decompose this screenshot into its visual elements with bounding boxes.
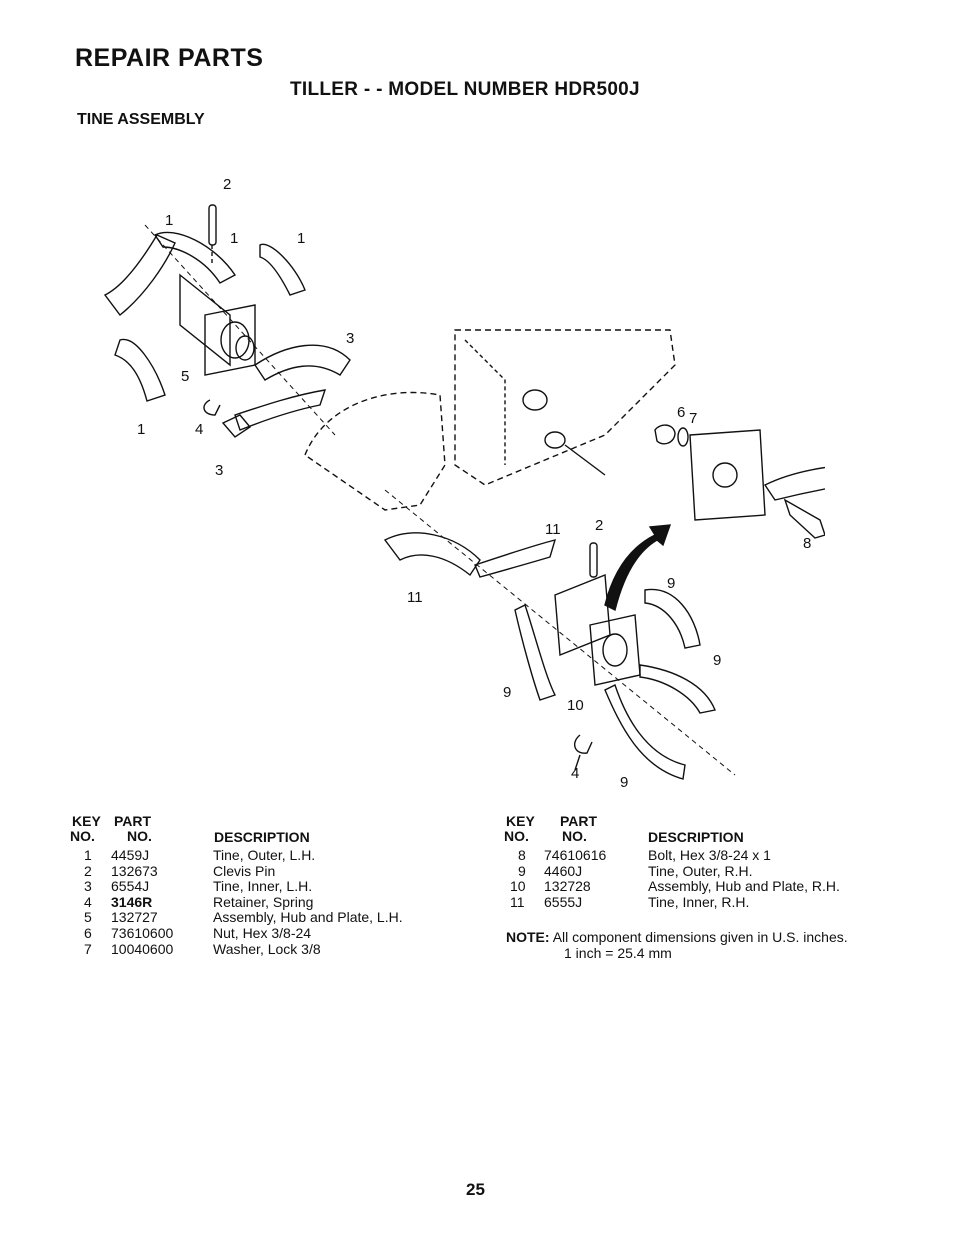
part-description: Nut, Hex 3/8-24 [213, 925, 312, 941]
callout-label: 7 [689, 410, 697, 427]
part-description: Tine, Inner, R.H. [648, 893, 750, 910]
header-description: DESCRIPTION [648, 829, 744, 845]
callout-label: 5 [181, 368, 189, 385]
part-number: 73610600 [111, 925, 174, 941]
section-title: TINE ASSEMBLY [77, 111, 205, 128]
model-subtitle: TILLER - - MODEL NUMBER HDR500J [290, 79, 640, 100]
header-key: KEY [72, 813, 101, 829]
note-label: NOTE: [506, 929, 550, 945]
callout-label: 6 [677, 404, 685, 421]
part-description: Tine, Outer, R.H. [648, 862, 753, 879]
part-description: Washer, Lock 3/8 [213, 940, 321, 957]
key-number: 9 [518, 862, 526, 879]
callout-label: 1 [165, 212, 173, 229]
part-number: 132727 [111, 909, 158, 926]
page-title: REPAIR PARTS [75, 44, 264, 72]
callout-label: 1 [137, 421, 145, 438]
tine-assembly-diagram: 2 1 1 1 3 5 4 1 3 6 7 8 11 2 11 9 9 9 10… [103, 176, 825, 791]
callout-label: 1 [297, 230, 305, 247]
part-number: 4460J [544, 862, 583, 879]
note-text: All component dimensions given in U.S. i… [552, 929, 848, 945]
part-number: 74610616 [544, 847, 607, 863]
callout-label: 3 [215, 462, 223, 479]
header-part: PART [114, 813, 152, 829]
diagram-callouts: 2 1 1 1 3 5 4 1 3 6 7 8 11 2 11 9 9 9 10… [137, 176, 811, 791]
part-number: 4459J [111, 847, 150, 863]
part-description: Bolt, Hex 3/8-24 x 1 [648, 847, 771, 863]
part-number: 6554J [111, 878, 150, 895]
part-description: Tine, Outer, L.H. [213, 847, 316, 863]
key-number: 11 [510, 893, 525, 910]
callout-label: 2 [223, 176, 231, 193]
callout-label: 4 [195, 421, 203, 438]
callout-label: 11 [407, 589, 423, 606]
callout-label: 9 [667, 575, 675, 592]
part-number: 132673 [111, 862, 158, 879]
callout-label: 2 [595, 517, 603, 534]
key-number: 4 [84, 893, 92, 910]
callout-label: 9 [503, 684, 511, 701]
diagram-line-art [103, 204, 825, 780]
key-number: 10 [510, 878, 526, 895]
callout-label: 8 [803, 535, 811, 552]
callout-label: 1 [230, 230, 238, 247]
key-number: 3 [84, 878, 92, 895]
part-description: Assembly, Hub and Plate, L.H. [213, 909, 403, 926]
key-number: 8 [518, 847, 526, 863]
key-number: 1 [84, 847, 92, 863]
note-conversion: 1 inch = 25.4 mm [564, 945, 672, 961]
callout-label: 11 [545, 521, 561, 538]
header-key-no: NO. [70, 828, 95, 844]
key-number: 5 [84, 909, 92, 926]
header-key-no: NO. [504, 828, 529, 844]
parts-table-left: KEY PART NO. NO. DESCRIPTION 1 4459J Tin… [70, 813, 450, 964]
key-number: 6 [84, 925, 92, 941]
callout-label: 9 [620, 774, 628, 791]
part-number: 132728 [544, 878, 591, 895]
part-description: Clevis Pin [213, 862, 276, 879]
dimensions-note: NOTE: All component dimensions given in … [506, 929, 848, 961]
page-number: 25 [466, 1180, 485, 1199]
header-part-no: NO. [127, 828, 152, 844]
part-number: 3146R [111, 893, 153, 910]
key-number: 7 [84, 940, 92, 957]
part-description: Assembly, Hub and Plate, R.H. [648, 878, 840, 895]
part-number: 10040600 [111, 940, 174, 957]
part-number: 6555J [544, 893, 583, 910]
part-description: Tine, Inner, L.H. [213, 878, 313, 895]
header-description: DESCRIPTION [214, 829, 310, 845]
parts-table-right: KEY PART NO. NO. DESCRIPTION 8 74610616 … [504, 813, 904, 924]
key-number: 2 [84, 862, 92, 879]
callout-label: 10 [567, 697, 584, 714]
callout-label: 3 [346, 330, 354, 347]
callout-label: 4 [571, 765, 579, 782]
header-key: KEY [506, 813, 535, 829]
header-part-no: NO. [562, 828, 587, 844]
header-part: PART [560, 813, 598, 829]
callout-label: 9 [713, 652, 721, 669]
part-description: Retainer, Spring [213, 893, 314, 910]
